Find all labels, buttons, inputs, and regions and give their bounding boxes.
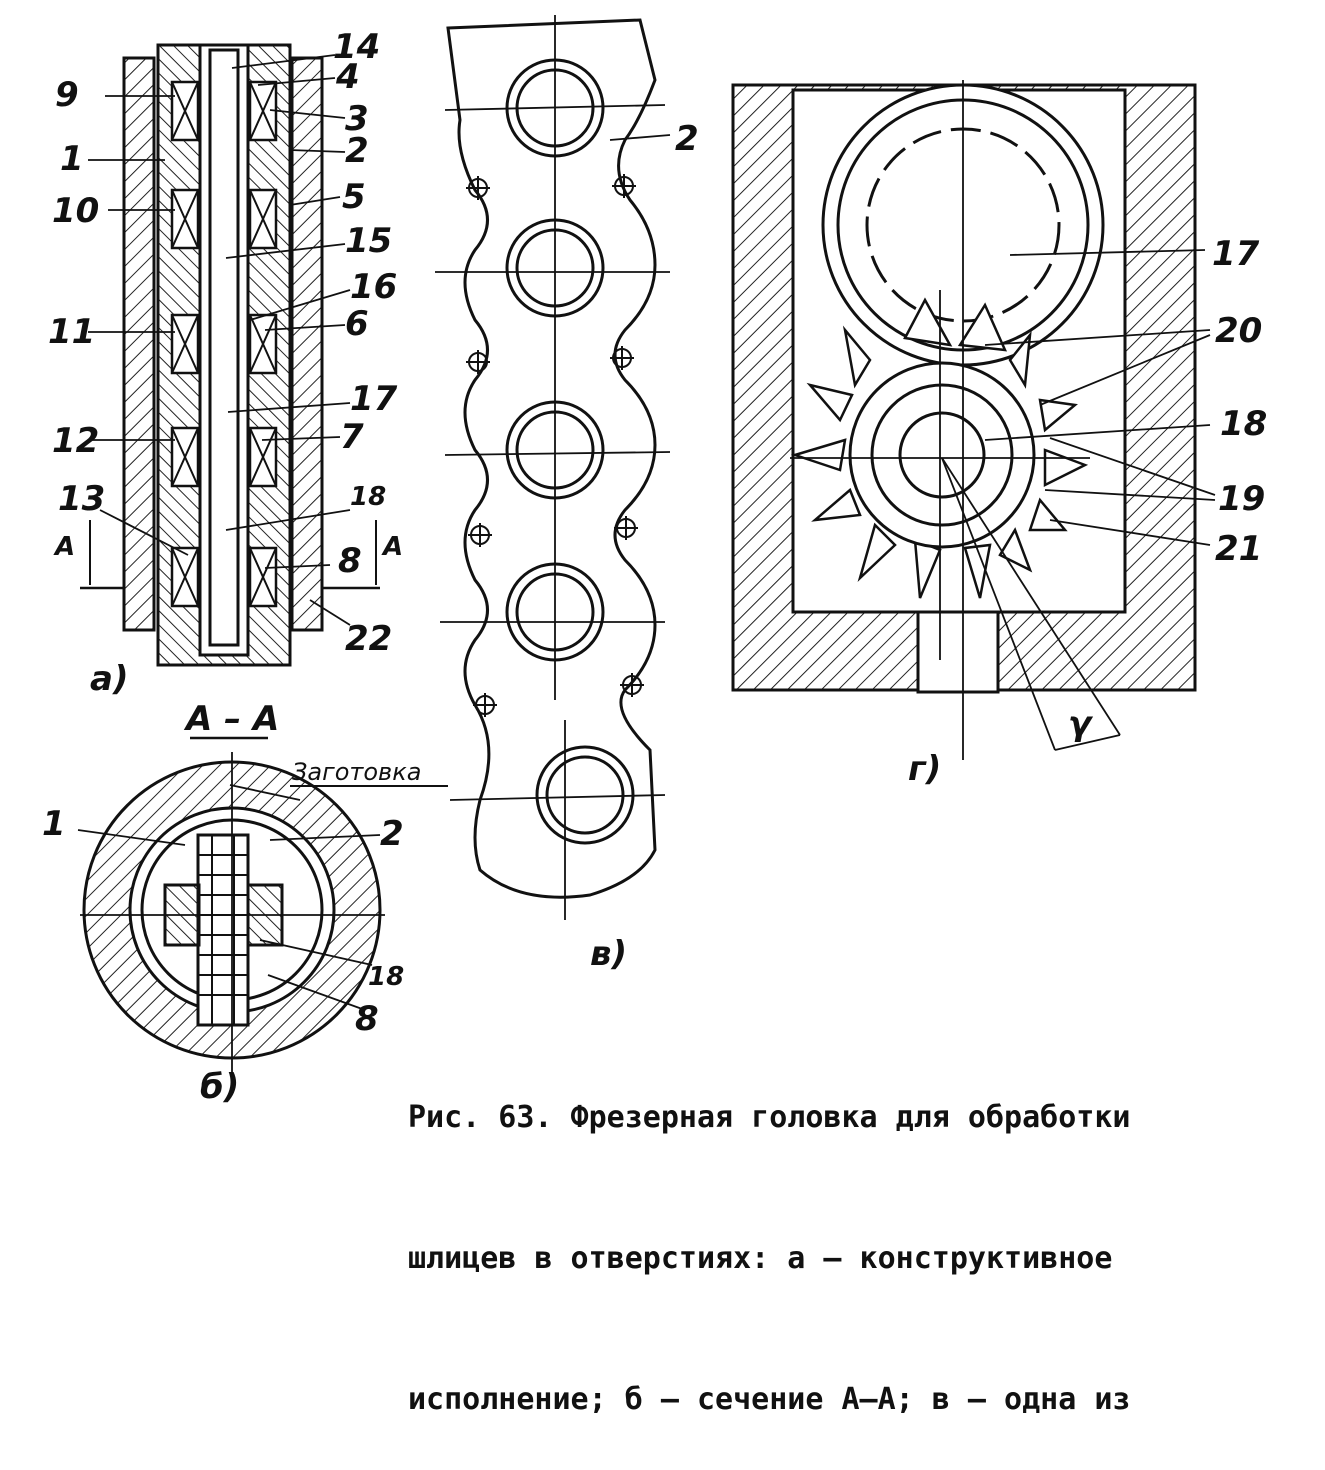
callout-16: 16 <box>350 267 397 307</box>
angle-gamma-label: γ <box>1068 704 1094 744</box>
callout-4: 4 <box>335 57 360 97</box>
figure-caption: Рис. 63. Фрезерная головка для обработки… <box>408 1000 1308 1470</box>
section-title: А – А <box>183 699 279 739</box>
callout-9: 9 <box>55 75 79 115</box>
callout-17-gear: 17 <box>1212 234 1260 274</box>
panel-v-labels: 2 в) <box>590 119 699 974</box>
section-marker-left: A <box>53 532 75 562</box>
callout-19: 19 <box>1218 479 1265 519</box>
callout-2-plate: 2 <box>675 119 699 159</box>
callout-7: 7 <box>340 417 364 457</box>
figure-drawing: 9 1 10 11 12 13 14 4 3 2 5 15 16 6 17 7 … <box>42 15 1267 1107</box>
callout-8: 8 <box>338 541 362 581</box>
callout-15: 15 <box>345 221 392 261</box>
panel-a-labels: 9 1 10 11 12 13 14 4 3 2 5 15 16 6 17 7 … <box>48 27 403 699</box>
callout-10: 10 <box>52 191 99 231</box>
caption-line-1: Рис. 63. Фрезерная головка для обработки <box>408 1100 1131 1135</box>
callout-20: 20 <box>1215 311 1262 351</box>
callout-22: 22 <box>345 619 392 659</box>
callout-8-section: 8 <box>355 999 379 1039</box>
caption-line-2: шлицев в отверстиях: а – конструктивное <box>408 1241 1113 1276</box>
callout-17: 17 <box>350 379 398 419</box>
callout-18-section: 18 <box>368 962 404 992</box>
callout-3: 3 <box>345 99 369 139</box>
panel-b-drawing <box>77 736 448 1080</box>
callout-2-section: 2 <box>380 814 404 854</box>
workpiece-label: Заготовка <box>292 758 421 786</box>
panel-b-label: б) <box>200 1067 239 1107</box>
callout-6: 6 <box>345 304 369 344</box>
panel-a-drawing <box>80 43 380 667</box>
panel-v-label: в) <box>590 934 627 974</box>
panel-v-drawing <box>435 15 671 920</box>
caption-line-3: исполнение; б – сечение А–А; в – одна из <box>408 1382 1131 1417</box>
callout-2: 2 <box>345 131 369 171</box>
panel-a-label: а) <box>90 659 128 699</box>
callout-13: 13 <box>58 479 105 519</box>
panel-g-label: г) <box>908 749 941 789</box>
callout-1-section: 1 <box>42 804 66 844</box>
panel-g-labels: 17 20 18 19 21 γ г) <box>908 234 1267 789</box>
panel-b-labels: А – А Заготовка 1 2 18 8 б) <box>42 699 421 1107</box>
callout-21: 21 <box>1215 529 1262 569</box>
callout-14: 14 <box>333 27 380 67</box>
callout-11: 11 <box>48 312 95 352</box>
section-marker-right: A <box>381 532 403 562</box>
callout-5: 5 <box>342 177 366 217</box>
callout-18: 18 <box>350 482 386 512</box>
callout-1: 1 <box>60 139 84 179</box>
panel-g-drawing <box>731 80 1216 760</box>
callout-18-gear: 18 <box>1220 404 1267 444</box>
callout-12: 12 <box>52 421 99 461</box>
